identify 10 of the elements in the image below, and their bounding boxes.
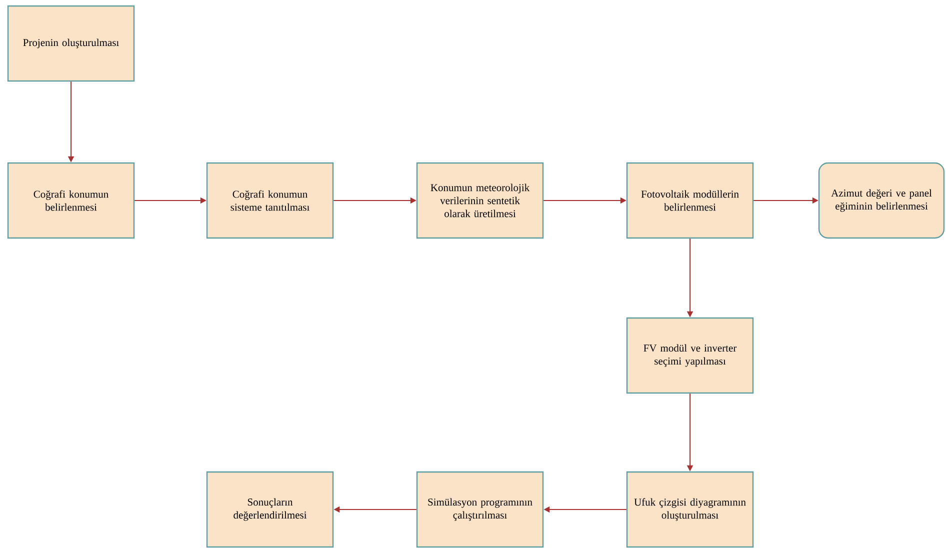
process-box: Konumun meteorolojik verilerinin sentetik olarak üretilmesi xyxy=(416,162,544,239)
process-box: Projenin oluşturulması xyxy=(7,5,135,82)
process-box: Fotovoltaik modüllerin belirlenmesi xyxy=(626,162,754,239)
process-box: Simülasyon programının çalıştırılması xyxy=(416,471,544,548)
rounded-box: Azimut değeri ve panel eğiminin belirlenmesi xyxy=(818,162,945,239)
process-box: Coğrafi konumun sisteme tanıtılması xyxy=(206,162,334,239)
process-box: FV modül ve inverter seçimi yapılması xyxy=(626,317,754,394)
process-box: Ufuk çizgisi diyagramının oluşturulması xyxy=(626,471,754,548)
process-box: Coğrafi konumun belirlenmesi xyxy=(7,162,135,239)
process-box: Sonuçların değerlendirilmesi xyxy=(206,471,334,548)
